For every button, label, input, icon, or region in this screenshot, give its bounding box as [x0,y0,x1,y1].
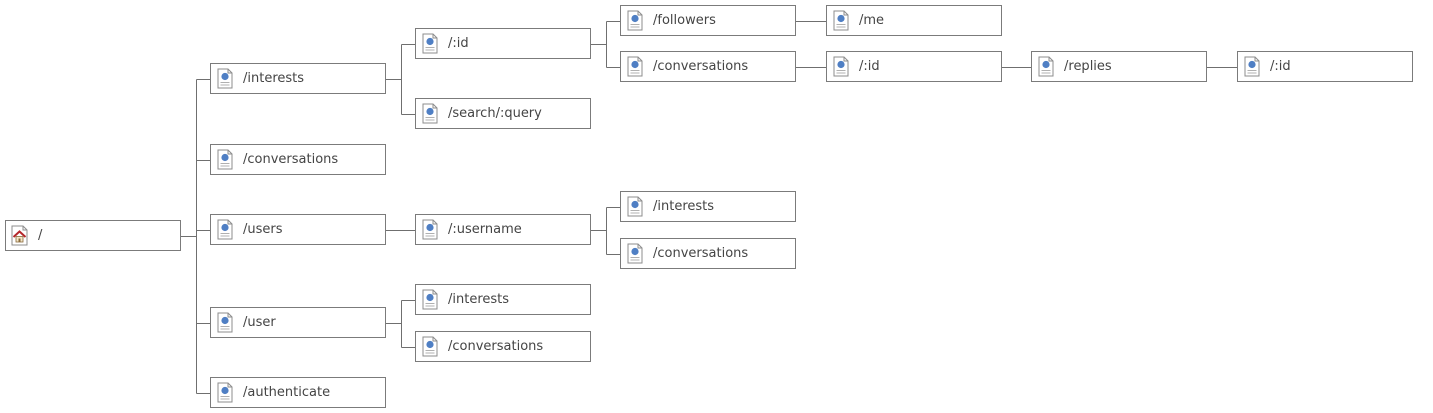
page-icon [216,382,234,404]
node-interests-id[interactable]: /:id [415,28,591,59]
page-icon [626,243,644,265]
node-label: /replies [1064,59,1112,74]
node-label: /:id [448,36,469,51]
node-root[interactable]: / [5,220,181,251]
page-icon [421,336,439,358]
page-icon [421,103,439,125]
node-replies[interactable]: /replies [1031,51,1207,82]
page-icon [626,56,644,78]
node-users[interactable]: /users [210,214,386,245]
node-label: /conversations [243,152,339,167]
page-icon [832,10,850,32]
node-label: /user [243,315,276,330]
node-label: /authenticate [243,385,331,400]
page-icon [1037,56,1055,78]
page-icon [626,10,644,32]
node-label: /me [859,13,885,28]
node-users-username-conversations[interactable]: /conversations [620,238,796,269]
node-label: /interests [653,199,715,214]
node-user-interests[interactable]: /interests [415,284,591,315]
node-label: /conversations [653,59,749,74]
page-icon [421,219,439,241]
node-label: /conversations [653,246,749,261]
node-label: /search/:query [448,106,542,121]
node-authenticate[interactable]: /authenticate [210,377,386,408]
page-icon [216,149,234,171]
page-icon [216,312,234,334]
node-label: /:id [1270,59,1291,74]
page-icon [216,68,234,90]
node-label: /:id [859,59,880,74]
node-replies-id[interactable]: /:id [1237,51,1413,82]
node-label: / [38,228,43,243]
node-interests-search[interactable]: /search/:query [415,98,591,129]
node-label: /:username [448,222,522,237]
home-icon [11,225,29,247]
node-conversations[interactable]: /conversations [210,144,386,175]
node-users-username-interests[interactable]: /interests [620,191,796,222]
node-label: /conversations [448,339,544,354]
page-icon [421,33,439,55]
page-icon [421,289,439,311]
node-label: /interests [448,292,510,307]
node-users-username[interactable]: /:username [415,214,591,245]
node-interests-id-followers[interactable]: /followers [620,5,796,36]
node-interests-id-conversations[interactable]: /conversations [620,51,796,82]
node-label: /users [243,222,283,237]
node-interests[interactable]: /interests [210,63,386,94]
node-user-conversations[interactable]: /conversations [415,331,591,362]
node-interests-id-conversations-id[interactable]: /:id [826,51,1002,82]
node-interests-id-followers-me[interactable]: /me [826,5,1002,36]
node-label: /interests [243,71,305,86]
page-icon [626,196,644,218]
node-label: /followers [653,13,716,28]
node-user[interactable]: /user [210,307,386,338]
page-icon [216,219,234,241]
page-icon [1243,56,1261,78]
page-icon [832,56,850,78]
